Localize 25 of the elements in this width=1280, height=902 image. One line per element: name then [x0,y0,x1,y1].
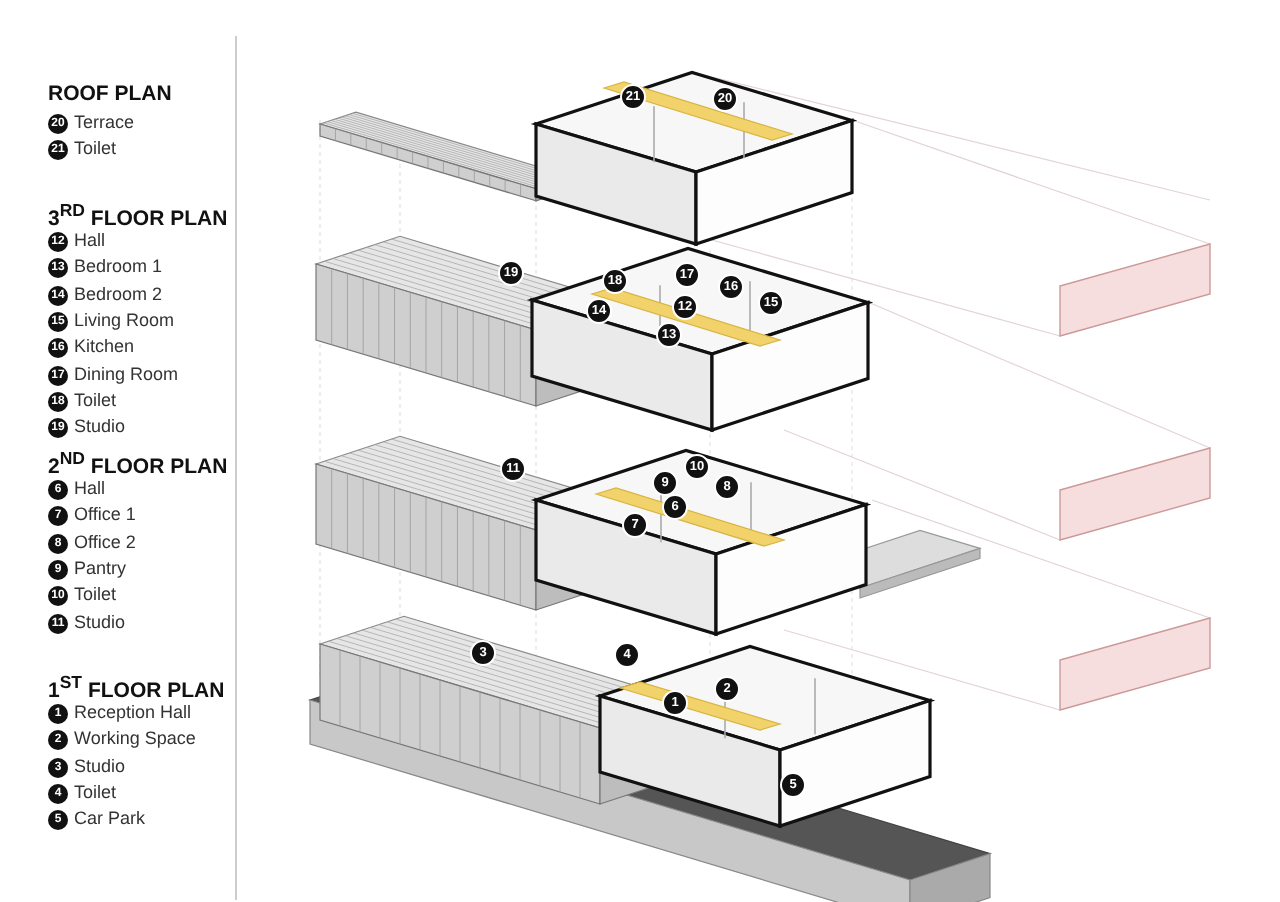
room-name: Toilet [74,391,117,410]
room-name: Studio [74,613,126,631]
room-name: Bedroom 2 [74,285,163,304]
room-name: Terrace [74,114,135,132]
room-name: Toilet [74,783,117,802]
room-name: Office 1 [74,506,136,525]
room-name: Kitchen [74,338,135,357]
room-name: Pantry [74,559,127,578]
room-name: Hall [74,480,106,498]
room-name: Toilet [74,140,117,159]
room-name: Studio [74,418,126,437]
section-heading: 1$^{ST}$ FLOOR PLAN [48,674,225,702]
room-name: Bedroom 1 [74,258,163,277]
room-name: Reception Hall [74,704,192,722]
room-name: Studio [74,757,126,776]
section-heading: ROOF PLAN [48,84,172,105]
section-heading: 3$^{RD}$ FLOOR PLAN [48,202,228,230]
room-name: Toilet [74,586,117,605]
room-name: Car Park [74,810,146,829]
section-heading: 2$^{ND}$ FLOOR PLAN [48,450,228,478]
room-name: Dining Room [74,365,179,383]
room-name: Working Space [74,730,196,749]
room-name: Hall [74,232,106,250]
room-name: Living Room [74,311,175,330]
room-name: Office 2 [74,533,136,552]
